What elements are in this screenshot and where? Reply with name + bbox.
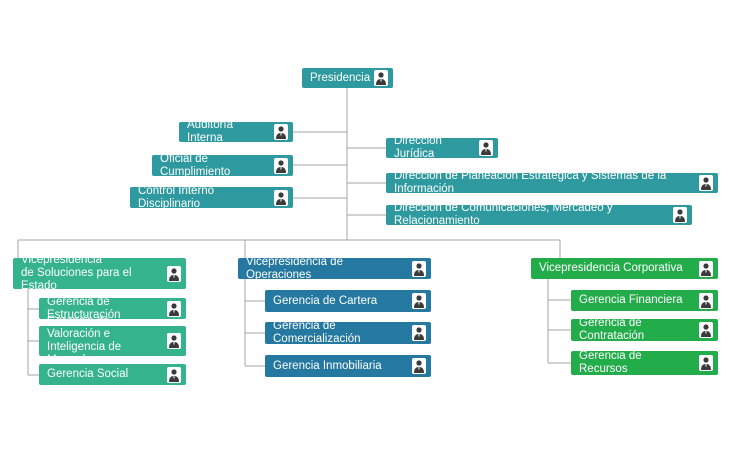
node-label: Gerencia de Cartera (273, 294, 378, 307)
person-icon (699, 292, 713, 309)
person-icon (167, 265, 181, 282)
node-oficial-cumplimiento[interactable]: Oficial de Cumplimiento (152, 152, 293, 178)
node-label: Auditoría Interna (187, 119, 234, 144)
node-label: Presidencia (310, 71, 371, 84)
person-icon (412, 260, 426, 277)
node-label: Vicepresidencia Corporativa (539, 262, 683, 274)
node-direccion-planeacion[interactable]: Dirección de Planeación Estratégica y Si… (386, 170, 718, 195)
person-icon (274, 124, 288, 140)
person-icon (699, 175, 713, 191)
person-icon (167, 366, 181, 383)
person-icon (412, 325, 426, 341)
person-icon (274, 157, 288, 174)
node-vp-soluciones[interactable]: Vicepresidencia de Soluciones para el Es… (13, 254, 186, 292)
person-icon (699, 355, 713, 371)
node-direccion-comunicaciones[interactable]: Dirección de Comunicaciones, Mercadeo y … (386, 202, 692, 227)
node-label: Gerencia Inmobiliaria (273, 359, 382, 372)
node-label: Control Interno Disciplinario (138, 184, 215, 210)
person-icon (699, 260, 713, 277)
node-label: Gerencia Financiera (579, 294, 683, 306)
node-label: Vicepresidencia de Soluciones para el Es… (21, 254, 132, 292)
node-label: Oficial de Cumplimiento (160, 152, 231, 178)
node-label: Vicepresidencia de Operaciones (246, 255, 343, 281)
node-gerencia-recursos[interactable]: Gerencia de Recursos (571, 350, 718, 375)
person-icon (412, 293, 426, 309)
person-icon (479, 140, 493, 156)
node-gerencia-valoracion[interactable]: Gerencia de Valoración e Inteligencia de… (39, 315, 186, 366)
node-gerencia-inmobiliaria[interactable]: Gerencia Inmobiliaria (265, 355, 431, 377)
node-gerencia-financiera[interactable]: Gerencia Financiera (571, 290, 718, 311)
person-icon (167, 333, 181, 349)
node-label: Dirección de Comunicaciones, Mercadeo y … (394, 202, 613, 227)
node-control-interno[interactable]: Control Interno Disciplinario (130, 184, 293, 210)
node-gerencia-comercializacion[interactable]: Gerencia de Comercialización (265, 320, 431, 345)
person-icon (274, 189, 288, 206)
node-label: Gerencia Social (47, 368, 129, 380)
person-icon (673, 207, 687, 223)
node-label: Gerencia de Estructuración (47, 295, 121, 321)
node-presidencia[interactable]: Presidencia (302, 68, 393, 88)
node-label: Gerencia de Recursos (579, 350, 642, 375)
node-label: Dirección de Planeación Estratégica y Si… (394, 170, 667, 195)
node-auditoria-interna[interactable]: Auditoría Interna (179, 119, 293, 144)
node-label: Gerencia de Valoración e Inteligencia de… (47, 315, 122, 366)
node-vp-corporativa[interactable]: Vicepresidencia Corporativa (531, 258, 718, 279)
person-icon (412, 358, 426, 374)
node-gerencia-cartera[interactable]: Gerencia de Cartera (265, 290, 431, 312)
node-gerencia-estructuracion[interactable]: Gerencia de Estructuración (39, 295, 186, 321)
node-vp-operaciones[interactable]: Vicepresidencia de Operaciones (238, 255, 431, 281)
node-label: Gerencia de Comercialización (273, 320, 361, 345)
node-gerencia-social[interactable]: Gerencia Social (39, 364, 186, 385)
node-label: Dirección Jurídica (394, 135, 442, 160)
node-direccion-juridica[interactable]: Dirección Jurídica (386, 135, 498, 160)
node-label: Gerencia de Contratación (579, 317, 645, 342)
person-icon (374, 70, 388, 86)
person-icon (699, 322, 713, 338)
node-gerencia-contratacion[interactable]: Gerencia de Contratación (571, 317, 718, 342)
person-icon (167, 300, 181, 317)
